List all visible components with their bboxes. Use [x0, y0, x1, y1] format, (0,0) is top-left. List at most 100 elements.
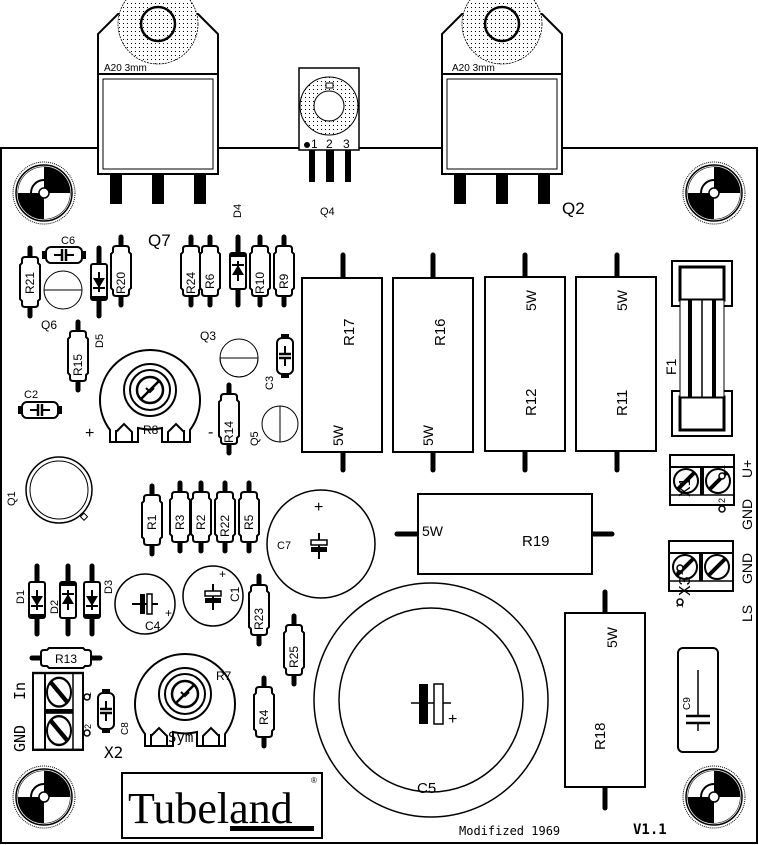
svg-text:2: 2: [83, 724, 93, 729]
capacitor-c5: + C5: [313, 582, 549, 818]
pin-pad-icon: [718, 472, 726, 480]
svg-text:F1: F1: [663, 358, 679, 375]
resistor-r6: R6: [200, 237, 220, 305]
capacitor-c9: C9: [677, 647, 719, 753]
transistor-q7-to220: A20 3mm Q7: [96, 0, 220, 250]
diode-d3: D3: [84, 566, 115, 634]
diode-d2: D2: [49, 566, 76, 634]
svg-text:C2: C2: [24, 389, 38, 401]
svg-text:R11: R11: [614, 390, 631, 416]
svg-text:C7: C7: [277, 540, 291, 552]
svg-text:+: +: [165, 606, 172, 620]
transistor-q2-to220: A20 3mm Q2: [440, 0, 585, 218]
mounting-hole-icon: [12, 765, 76, 829]
transistor-q3: Q3: [200, 329, 259, 378]
svg-text:5W: 5W: [330, 424, 346, 446]
power-resistor-r19: R19 5W: [394, 493, 615, 575]
resistor-r22: R22: [215, 483, 235, 551]
pin-pad-icon: [83, 693, 91, 701]
svg-text:R12: R12: [523, 388, 540, 416]
brand-name: Tubeland: [128, 784, 293, 833]
svg-text:R9: R9: [277, 273, 291, 289]
resistor-r21: R21: [20, 248, 40, 316]
svg-text:+: +: [85, 425, 94, 442]
resistor-r25: R25: [284, 616, 304, 684]
power-resistor-r16: R16 5W: [392, 252, 474, 473]
svg-text:X3: X3: [677, 576, 694, 596]
svg-text:C1: C1: [228, 586, 242, 602]
pin-label: 3: [343, 137, 350, 151]
svg-text:LS: LS: [739, 605, 755, 622]
svg-text:2: 2: [717, 498, 727, 503]
svg-text:C4: C4: [145, 619, 161, 633]
svg-text:D5: D5: [94, 334, 106, 348]
diode-d5: D5: [91, 248, 107, 348]
svg-text:GND: GND: [11, 725, 29, 752]
fuse-f1: F1: [663, 260, 733, 437]
svg-text:R10: R10: [253, 272, 267, 294]
svg-text:R7: R7: [216, 669, 232, 683]
resistor-r20: R20: [111, 237, 131, 305]
mounting-hole-icon: [682, 765, 746, 829]
svg-text:C6: C6: [61, 235, 75, 247]
svg-text:R22: R22: [218, 515, 232, 537]
svg-text:R4: R4: [257, 709, 271, 725]
resistor-r13: R13: [32, 648, 100, 668]
svg-text:X1: X1: [677, 477, 694, 497]
svg-text:+: +: [314, 499, 323, 516]
svg-text:U+: U+: [739, 460, 755, 478]
svg-text:R2: R2: [194, 514, 208, 530]
svg-text:R5: R5: [242, 514, 256, 530]
svg-text:R21: R21: [23, 272, 37, 294]
heatsink-label: A20 3mm: [452, 63, 495, 74]
ref-q2: Q2: [562, 199, 585, 218]
mounting-hole-icon: [12, 161, 76, 225]
pin-label: 1: [311, 137, 318, 151]
resistor-r3: R3: [170, 483, 190, 551]
trimmer-r8: R8 + -: [85, 348, 213, 444]
mounting-hole-icon: [682, 161, 746, 225]
svg-text:X2: X2: [104, 743, 123, 762]
svg-text:R25: R25: [287, 646, 301, 668]
pin-pad-icon: [83, 729, 91, 737]
capacitor-c3: C3: [264, 332, 295, 390]
svg-text:R6: R6: [203, 273, 217, 289]
svg-text:5W: 5W: [523, 289, 539, 311]
svg-text:R16: R16: [432, 318, 449, 346]
transistor-q4: 1 2 3 Q4: [298, 67, 360, 218]
resistor-r14: R14: [219, 385, 239, 453]
resistor-r10: R10: [250, 237, 270, 305]
trimmer-r7: R7 Sym: [133, 652, 237, 748]
connector-x1: X1 1 2 U+ GND: [668, 453, 755, 530]
power-resistor-r18: R18 5W: [564, 589, 646, 811]
svg-text:R17: R17: [341, 318, 358, 346]
svg-text:5W: 5W: [422, 523, 444, 539]
svg-text:R20: R20: [114, 272, 128, 294]
resistor-r2: R2: [191, 483, 211, 551]
pin-pad-icon: [718, 505, 726, 513]
ref-q7: Q7: [148, 231, 171, 250]
capacitor-c8: C8: [96, 687, 131, 735]
svg-text:R19: R19: [522, 533, 550, 550]
svg-text:5W: 5W: [604, 626, 620, 648]
svg-text:R14: R14: [222, 421, 236, 443]
svg-text:-: -: [208, 424, 213, 441]
svg-text:R15: R15: [71, 354, 85, 376]
svg-text:Q3: Q3: [200, 329, 216, 343]
svg-text:In: In: [11, 682, 29, 700]
svg-text:R24: R24: [184, 272, 198, 294]
svg-text:D1: D1: [15, 590, 27, 604]
pin-pad-icon: [676, 564, 684, 572]
power-resistor-r11: R11 5W: [575, 252, 657, 473]
resistor-r9: R9: [274, 237, 294, 305]
connector-x2: X2 1 2 In GND: [11, 673, 123, 762]
svg-text:C3: C3: [264, 376, 276, 390]
svg-text:C8: C8: [120, 722, 131, 735]
diode-d4: D4: [230, 204, 246, 305]
power-resistor-r17: R17 5W: [301, 252, 383, 473]
transistor-q5: Q5: [249, 405, 299, 446]
svg-text:D4: D4: [232, 204, 244, 218]
resistor-r4: R4: [254, 678, 274, 746]
resistor-r15: R15: [68, 322, 88, 390]
